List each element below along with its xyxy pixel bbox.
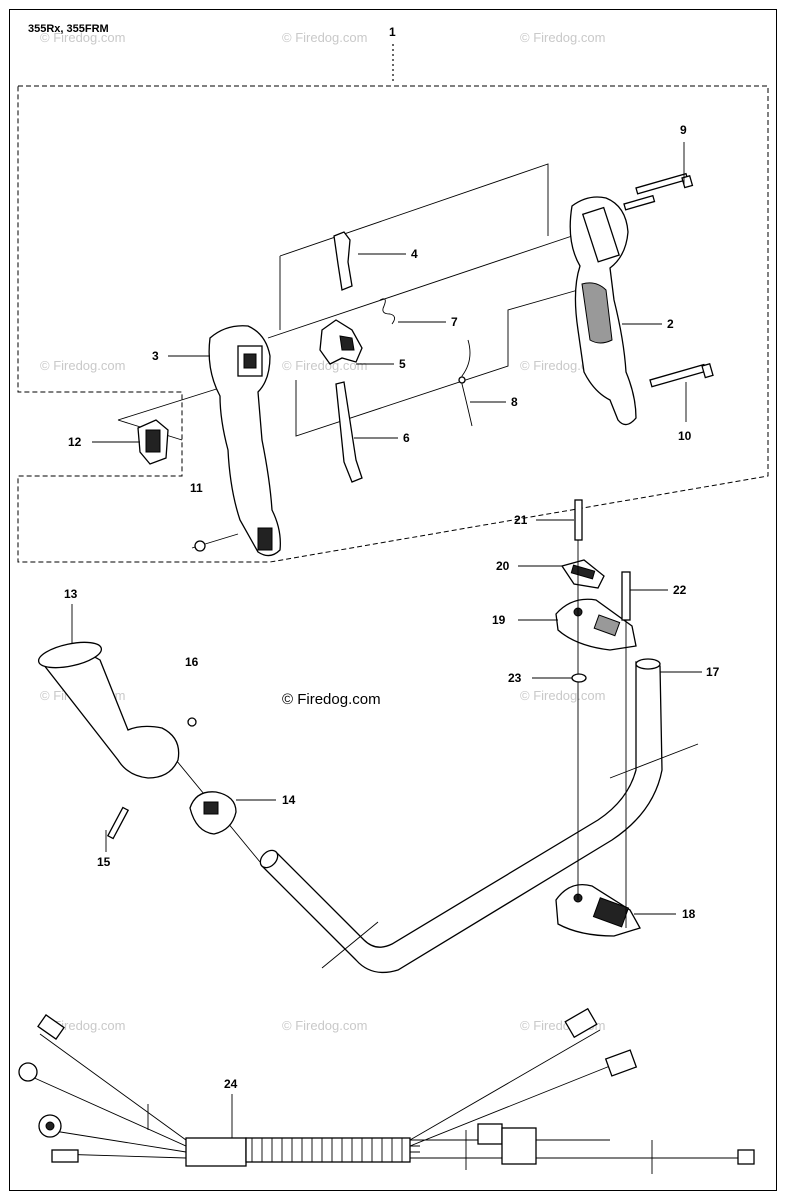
- diagram-frame: [9, 9, 777, 1191]
- callout-2: 2: [667, 317, 674, 331]
- part-10-screw: [649, 362, 714, 388]
- callout-23: 23: [508, 671, 522, 685]
- watermark-3: © Firedog.com: [520, 30, 605, 45]
- assembly-outline: [17, 85, 769, 563]
- callout-16: 16: [185, 655, 199, 669]
- part-22-screw: [621, 571, 631, 621]
- part-12-stop-switch: [137, 419, 169, 465]
- part-24-cable-harness: [18, 1007, 755, 1174]
- callout-10: 10: [678, 429, 692, 443]
- callout-20: 20: [496, 559, 510, 573]
- callout-5: 5: [399, 357, 406, 371]
- callout-18: 18: [682, 907, 696, 921]
- callout-17: 17: [706, 665, 720, 679]
- callout-11: 11: [190, 481, 203, 495]
- watermark-5: © Firedog.com: [282, 358, 367, 373]
- callout-15: 15: [97, 855, 111, 869]
- callout-1: 1: [389, 25, 396, 39]
- callout-19: 19: [492, 613, 506, 627]
- watermark-4: © Firedog.com: [40, 358, 125, 373]
- watermark-2: © Firedog.com: [282, 30, 367, 45]
- callout-12: 12: [68, 435, 82, 449]
- part-21-screw: [574, 499, 583, 541]
- watermark-10: © Firedog.com: [282, 1018, 367, 1033]
- callout-8: 8: [511, 395, 518, 409]
- part-23-washer: [571, 673, 587, 683]
- watermark-1: © Firedog.com: [40, 30, 125, 45]
- part-7-spring: [379, 298, 395, 325]
- callout-22: 22: [673, 583, 687, 597]
- part-16-nut: [187, 717, 197, 727]
- callout-3: 3: [152, 349, 159, 363]
- part-9-screw: [623, 172, 694, 211]
- handle-half-left: [208, 325, 281, 557]
- watermark-center: © Firedog.com: [282, 691, 381, 708]
- model-label: 355Rx, 355FRM: [28, 23, 109, 35]
- callout-labels: 1 2 3 4 5 6 7 8 9 10 11 12 13 14 15 16 1…: [64, 25, 720, 1091]
- part-6-trigger: [335, 381, 363, 483]
- throttle-handle-assembly: [117, 163, 714, 557]
- callout-14: 14: [282, 793, 296, 807]
- leader-lines: [71, 142, 702, 1138]
- callout-4: 4: [411, 247, 418, 261]
- part-11-nut: [194, 540, 206, 552]
- part-4-clip: [333, 231, 353, 291]
- callout-7: 7: [451, 315, 458, 329]
- loop-handle-assembly: [37, 499, 699, 974]
- part-15-screw: [106, 806, 130, 840]
- part-13-grip: [39, 650, 180, 779]
- watermark-8: © Firedog.com: [520, 688, 605, 703]
- callout-21: 21: [514, 513, 528, 527]
- callout-24: 24: [224, 1077, 238, 1091]
- callout-6: 6: [403, 431, 410, 445]
- callout-9: 9: [680, 123, 687, 137]
- callout-13: 13: [64, 587, 78, 601]
